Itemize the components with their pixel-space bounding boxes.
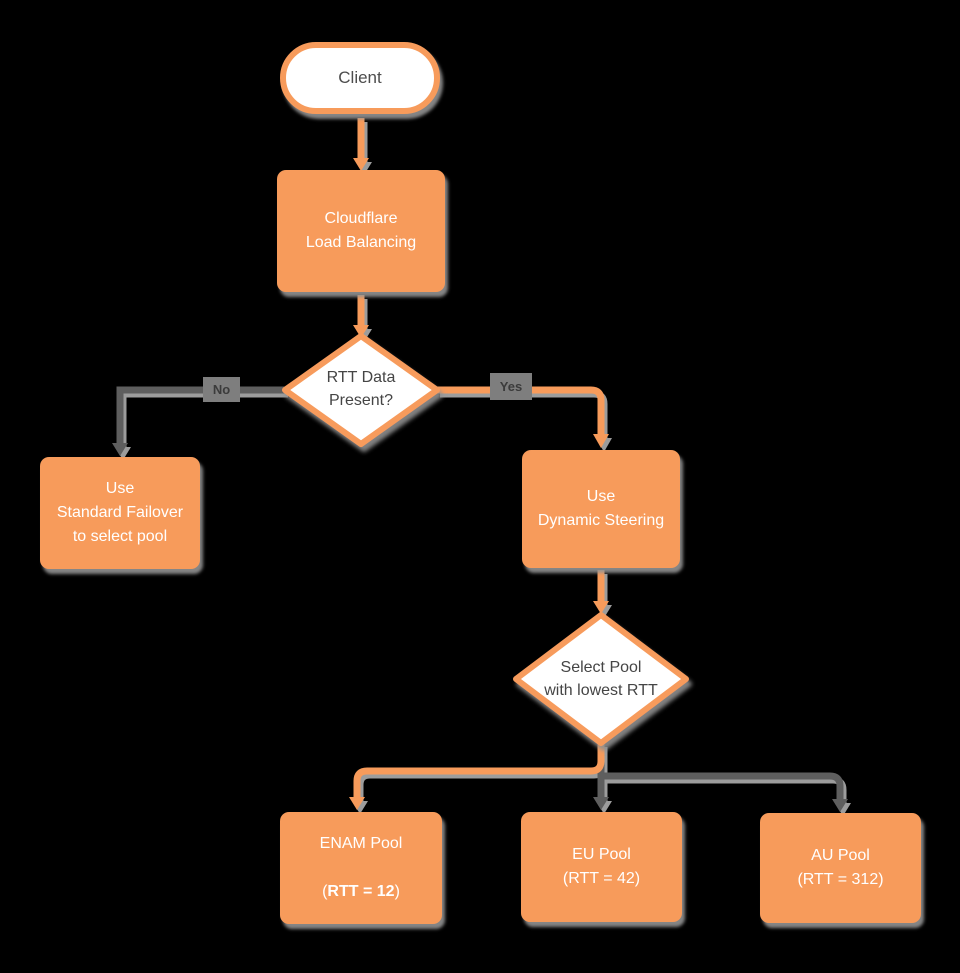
arrowhead-to-dynamic-steering: [593, 434, 609, 448]
decision-rtt-data-present-shape: [282, 333, 440, 447]
connector-shadows: [119, 122, 847, 804]
arrowhead-to-standard-failover: [112, 443, 128, 456]
node-au-pool: AU Pool (RTT = 312): [760, 813, 921, 923]
enam-pool-name: ENAM Pool: [319, 835, 403, 852]
arrowhead-to-eu-pool: [593, 797, 609, 810]
arrowhead-to-rtt-decision: [353, 325, 369, 338]
enam-rtt-line: (RTT = 12): [322, 883, 400, 900]
decision-select-pool-label: Select Pool with lowest RTT: [544, 659, 658, 699]
edge-label-no: No: [203, 377, 240, 402]
decision-rtt-data-present-label: RTT Data Present?: [326, 369, 396, 409]
edge-no-branch: [112, 386, 285, 456]
node-au-pool-label: AU Pool (RTT = 312): [797, 847, 884, 888]
node-dynamic-steering-label: Use Dynamic Steering: [537, 488, 665, 529]
arrowhead-to-lb: [353, 158, 369, 171]
node-standard-failover: Use Standard Failover to select pool: [40, 457, 200, 569]
orange-arrowheads: [349, 158, 609, 810]
node-load-balancing-label: Cloudflare Load Balancing: [305, 210, 417, 251]
node-dynamic-steering: Use Dynamic Steering: [522, 450, 680, 568]
edge-label-yes: Yes: [490, 373, 532, 400]
decision-select-pool-shape: [513, 612, 689, 746]
edge-to-enam-pool: [353, 743, 605, 798]
node-standard-failover-label: Use Standard Failover to select pool: [56, 480, 184, 545]
node-client-label: Client: [338, 68, 382, 87]
arrowhead-to-enam-pool: [349, 797, 365, 810]
node-load-balancing: Cloudflare Load Balancing: [277, 170, 445, 292]
arrowhead-to-select-pool: [593, 601, 609, 614]
orange-connectors: [353, 118, 605, 798]
enam-paren-open: (: [322, 883, 328, 900]
arrowhead-to-au-pool: [832, 799, 848, 812]
node-enam-pool: ENAM Pool (RTT = 12): [280, 812, 442, 924]
enam-rtt-value: RTT = 12: [327, 883, 395, 900]
node-eu-pool: EU Pool (RTT = 42): [521, 812, 682, 922]
node-client: Client: [280, 42, 440, 114]
enam-paren-close: ): [394, 883, 400, 900]
arrowhead-shadows: [115, 162, 851, 816]
node-enam-pool-label: ENAM Pool (RTT = 12): [320, 832, 403, 904]
edge-yes-branch: [437, 386, 605, 435]
node-eu-pool-label: EU Pool (RTT = 42): [562, 846, 641, 887]
edge-to-au-pool: [601, 772, 848, 812]
